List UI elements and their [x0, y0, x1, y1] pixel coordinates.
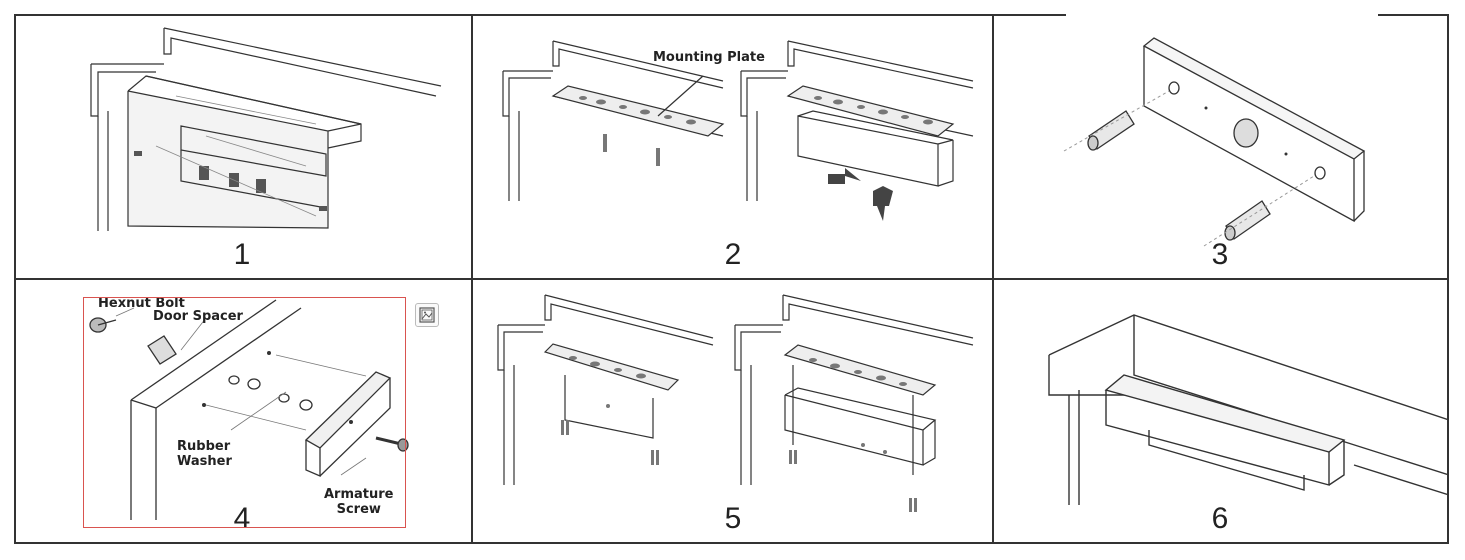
selection-frame[interactable] — [83, 297, 406, 528]
hexnut-bolt-label: Hexnut Bolt — [98, 296, 185, 311]
step-5-illustration — [497, 294, 974, 512]
image-icon — [419, 307, 435, 323]
step-3-number: 3 — [1211, 238, 1229, 271]
step-6-panel: 6 — [994, 280, 1449, 544]
step-4-number: 4 — [233, 502, 251, 535]
door-spacer-label: Door Spacer — [153, 309, 243, 324]
rubber-washer-label: Rubber Washer — [177, 439, 232, 469]
image-tool-button[interactable] — [415, 303, 439, 327]
step-3-panel: 3 — [994, 16, 1449, 278]
step-1-illustration — [90, 27, 442, 231]
step-1-panel: 1 — [16, 16, 471, 278]
step-5-number: 5 — [724, 502, 742, 535]
step-5-panel: 5 — [473, 280, 992, 544]
step-4-illustration — [89, 299, 409, 520]
top-border-gap — [1066, 10, 1378, 20]
step-1-number: 1 — [233, 238, 251, 271]
armature-screw-label: Armature Screw — [324, 487, 394, 517]
step-2-number: 2 — [724, 238, 742, 271]
step-4-panel: Hexnut Bolt Door Spacer Rubber Washer Ar… — [16, 280, 471, 544]
step-6-illustration — [1048, 314, 1449, 505]
step-2-panel: Mounting Plate 2 — [473, 16, 992, 278]
step-6-number: 6 — [1211, 502, 1229, 535]
step-2-illustration — [502, 40, 974, 221]
step-3-illustration — [1063, 37, 1366, 247]
grid-divider-h — [14, 278, 1449, 280]
mounting-plate-label: Mounting Plate — [653, 50, 765, 65]
